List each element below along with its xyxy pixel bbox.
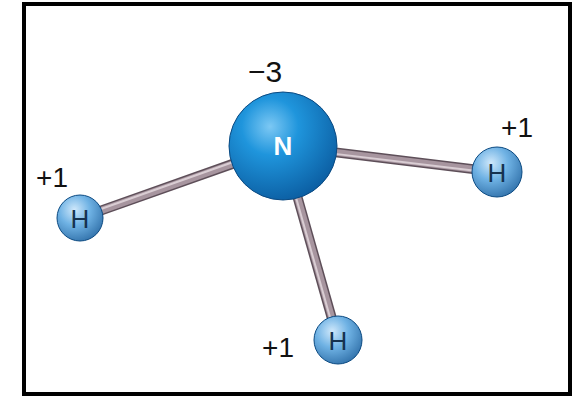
oxidation-number: +1 [262,334,294,362]
frame-border [24,4,570,394]
bond-outline [297,197,331,318]
bond-highlight [100,162,232,209]
atom-symbol: H [488,160,507,186]
bond-body [336,152,474,169]
hydrogen-atom: +1H [471,146,523,198]
bond-highlight [296,197,330,318]
atom-ball [57,195,103,241]
oxidation-number: +1 [36,164,68,192]
oxidation-number: −3 [248,57,282,87]
atom-symbol: H [71,206,90,232]
bond-body [101,164,233,211]
atom-ball [472,147,522,197]
hydrogen-atom: +1H [313,315,363,365]
oxidation-number: +1 [501,114,533,142]
nitrogen-atom: −3N [228,91,338,201]
chemical-bond [335,152,473,170]
bond-highlight [335,154,473,171]
bond-outline [336,152,474,169]
hydrogen-atom: +1H [56,194,104,242]
atom-ball [229,92,337,200]
bond-outline [101,164,233,211]
atom-symbol: N [274,133,293,159]
chemical-bond [100,162,233,210]
atom-symbol: H [329,328,348,354]
atom-ball [314,316,362,364]
chemical-bond [296,197,332,318]
bond-body [297,197,331,318]
